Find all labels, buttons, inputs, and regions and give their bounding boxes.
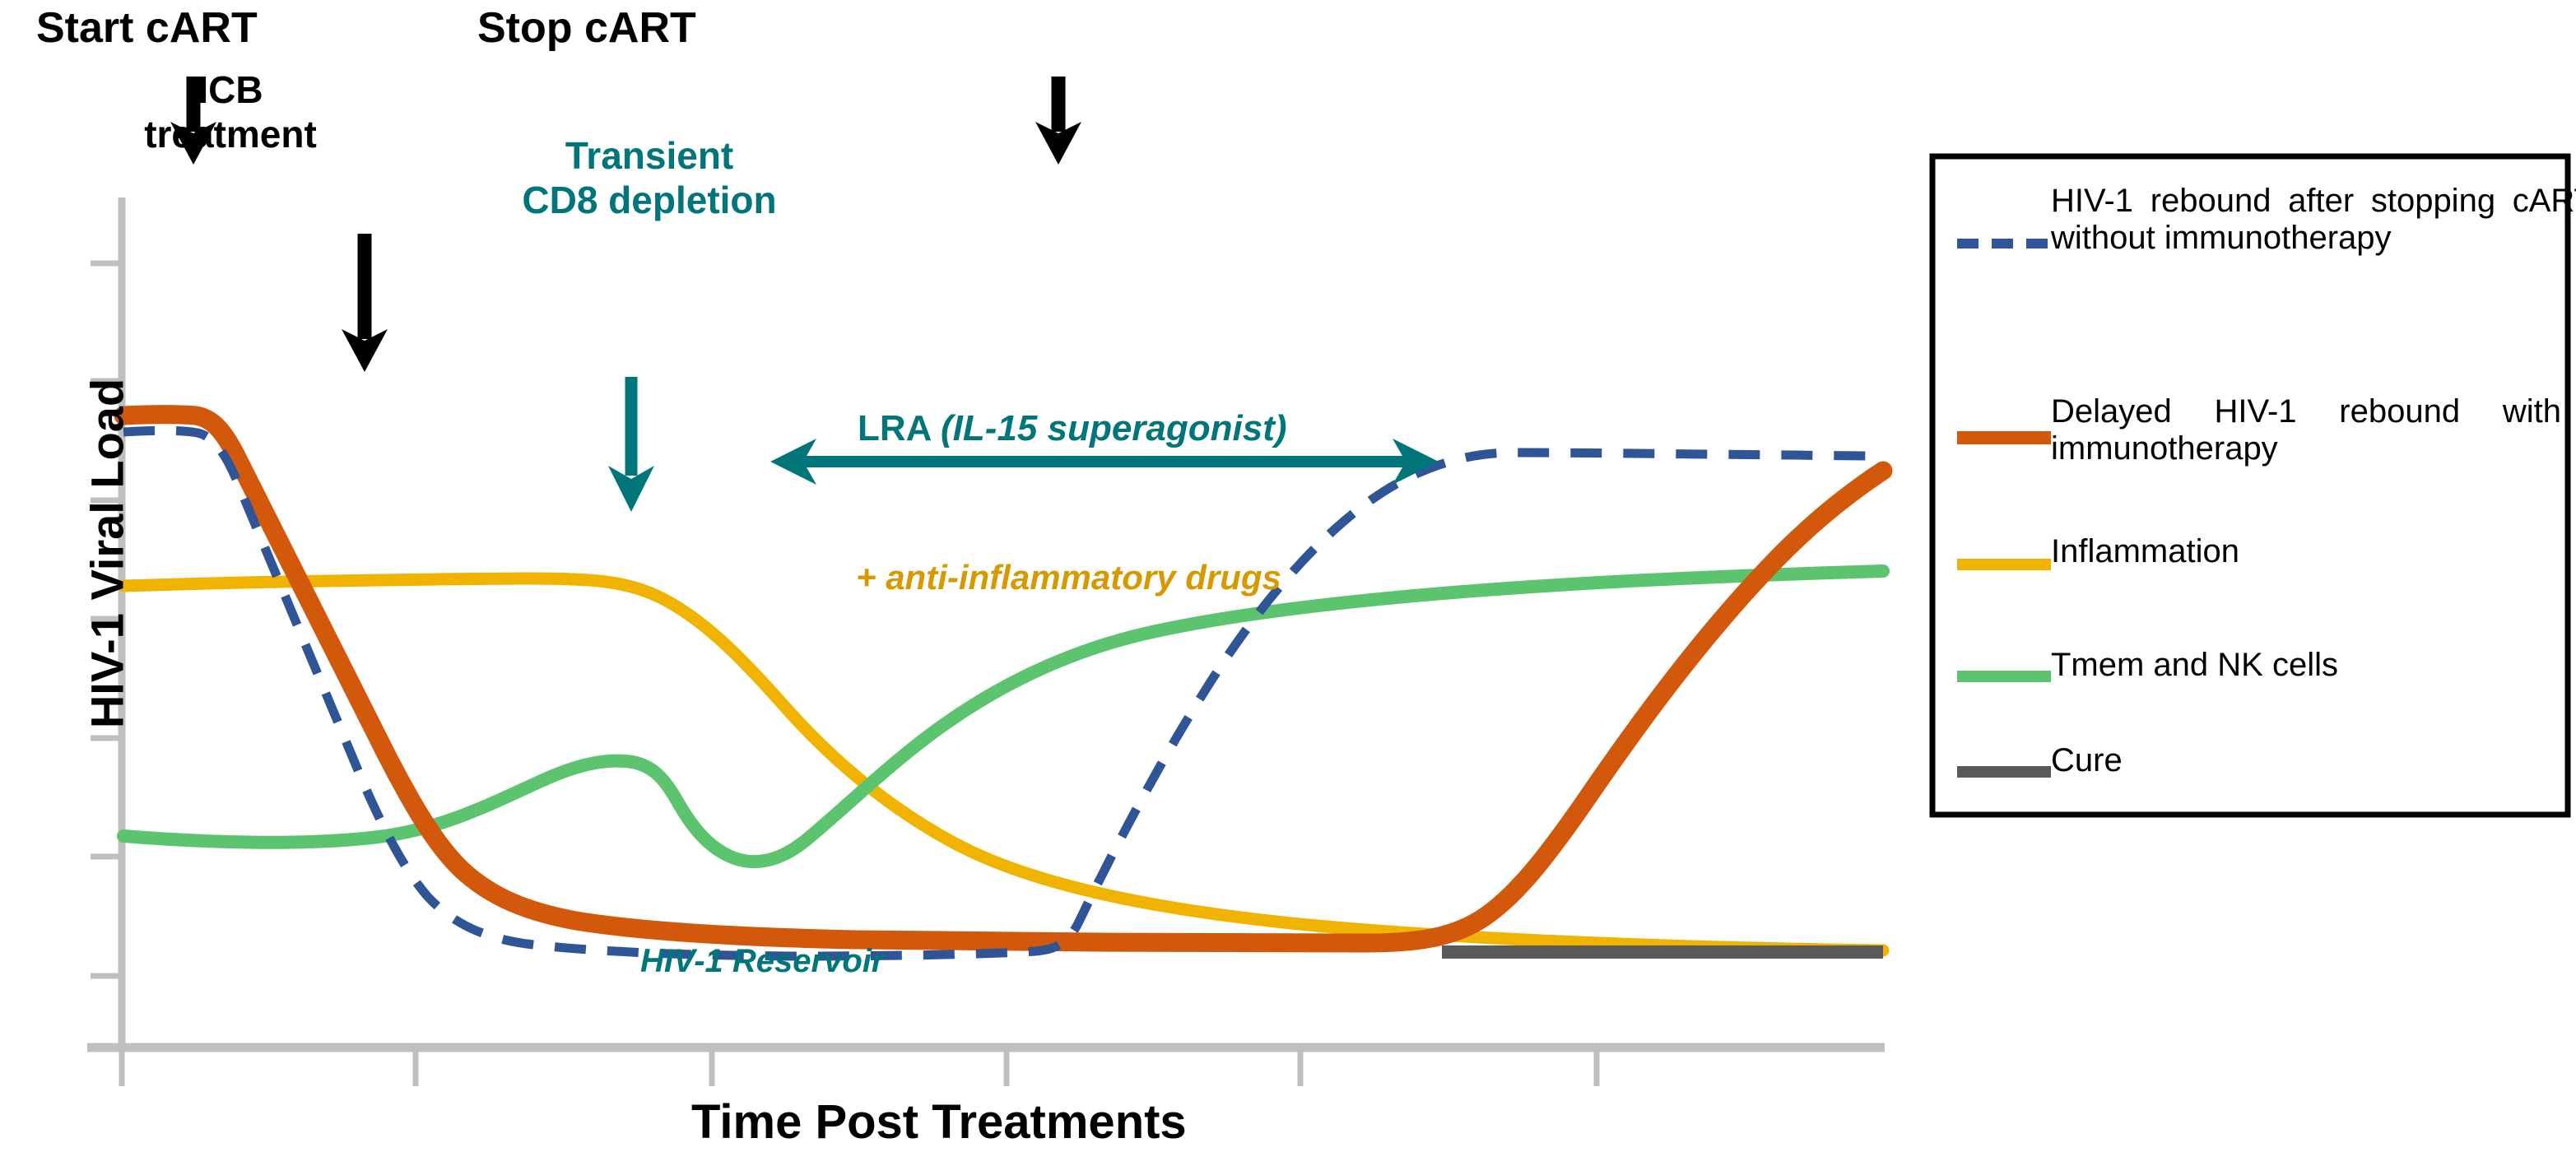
cd8-line-1: Transient	[565, 134, 734, 177]
x-axis-label: Time Post Treatments	[691, 1095, 1187, 1149]
y-axis-label: HIV-1 Viral Load	[81, 378, 133, 729]
annotation-lra: LRA (IL-15 superagonist)	[858, 408, 1287, 449]
icb-line-1: ICB	[198, 68, 263, 111]
y-axis	[91, 197, 126, 1045]
series-rebound-no-immuno	[123, 425, 1884, 961]
lra-paren: (IL-15 superagonist)	[941, 408, 1287, 448]
arrow-transient-cd8	[608, 377, 654, 512]
annotation-stop-cart: Stop cART	[477, 4, 696, 52]
series-tmem-nk	[117, 564, 1890, 869]
legend-label-cure: Cure	[2051, 742, 2123, 778]
legend-label-tmem-nk: Tmem and NK cells	[2051, 647, 2338, 683]
legend-box	[1929, 153, 2571, 818]
legend-label-rebound-no-immuno: HIV-1 rebound after stopping cART withou…	[2051, 183, 2576, 256]
annotation-start-cart: Start cART	[36, 4, 258, 52]
arrow-start-cart	[170, 77, 216, 165]
icb-line-2: treatment	[144, 113, 317, 156]
legend-label-inflammation: Inflammation	[2051, 533, 2239, 569]
lra-label: LRA	[858, 408, 942, 448]
cd8-line-2: CD8 depletion	[522, 179, 777, 222]
series-delayed-rebound	[114, 405, 1893, 953]
arrow-stop-cart	[1035, 77, 1081, 165]
legend-label-delayed-rebound: Delayed HIV-1 rebound with immunotherapy	[2051, 393, 2561, 467]
x-axis	[87, 1043, 1885, 1086]
annotation-anti-inflammatory: + anti-inflammatory drugs	[856, 558, 1281, 597]
annotation-hiv-reservoir: HIV-1 Reservoir	[640, 943, 885, 979]
arrow-lra-range	[770, 439, 1439, 485]
arrow-icb-treatment	[342, 234, 388, 372]
